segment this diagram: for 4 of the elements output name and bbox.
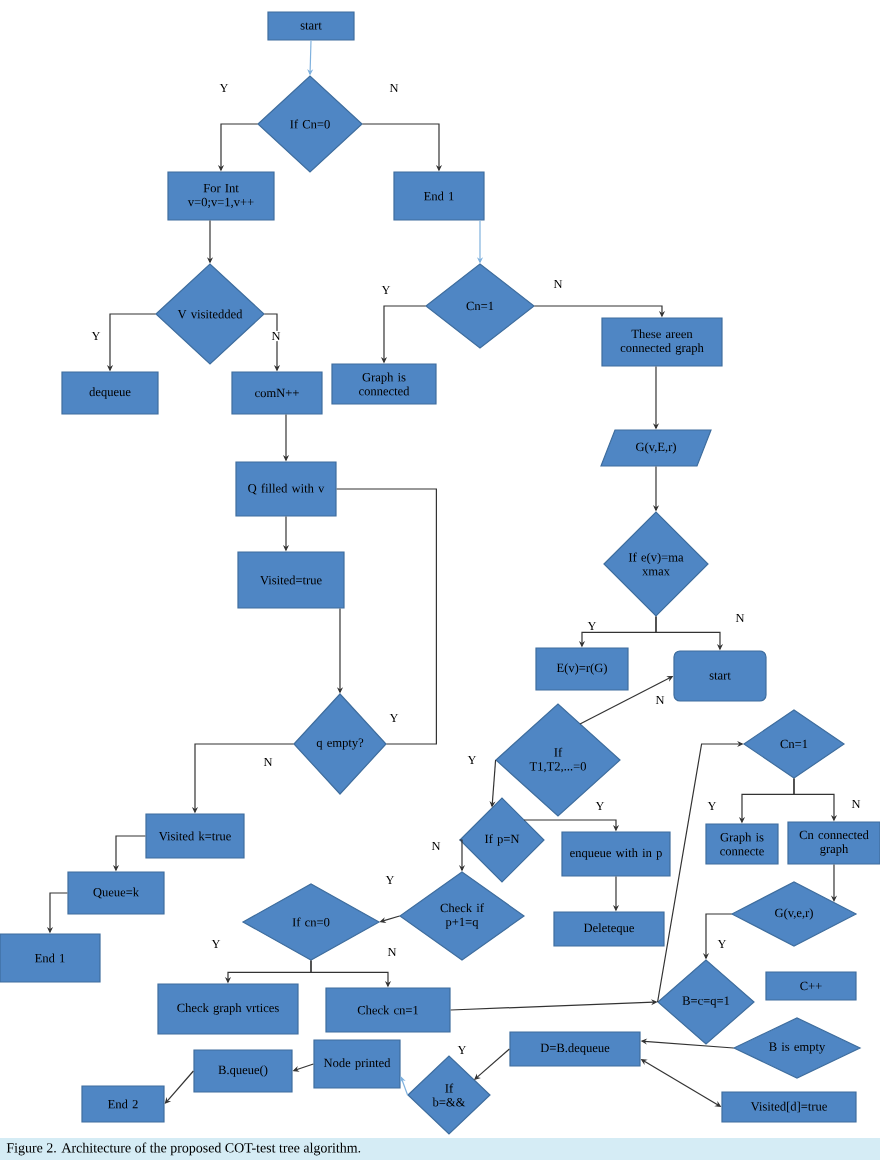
arrow <box>474 1048 510 1080</box>
arrow <box>164 1070 194 1104</box>
arrow <box>399 1076 409 1096</box>
connector-line <box>336 488 437 745</box>
